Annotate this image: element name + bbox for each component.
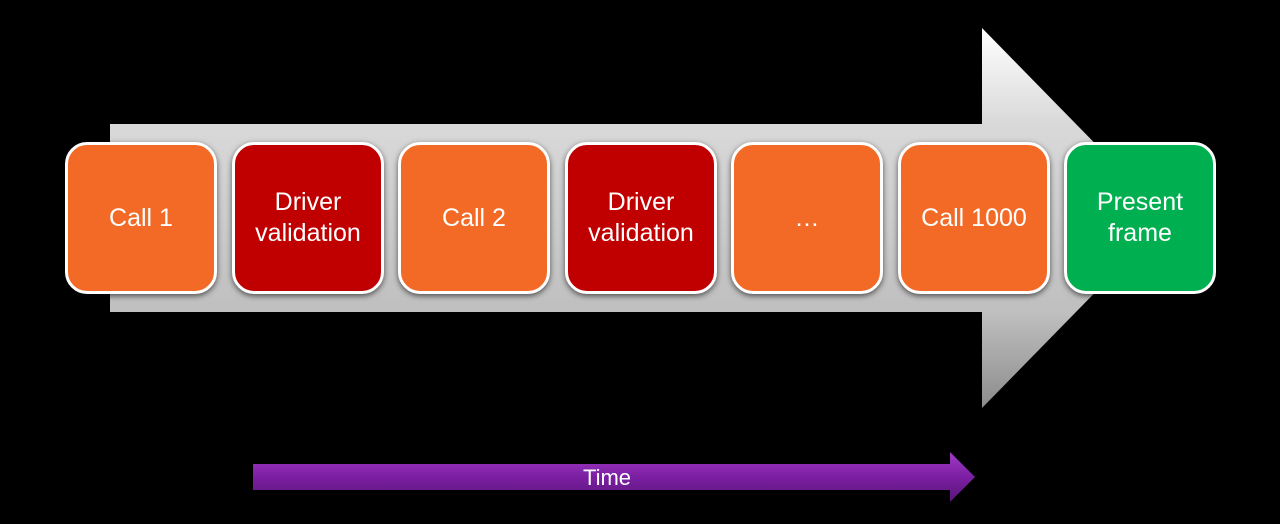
step-call-1000: Call 1000 (898, 142, 1050, 294)
step-present-frame: Present frame (1064, 142, 1216, 294)
time-label: Time (582, 465, 632, 490)
step-call-2: Call 2 (398, 142, 550, 294)
step-driver-validation-2: Driver validation (565, 142, 717, 294)
step-driver-validation-1: Driver validation (232, 142, 384, 294)
step-call-1: Call 1 (65, 142, 217, 294)
step-ellipsis: … (731, 142, 883, 294)
